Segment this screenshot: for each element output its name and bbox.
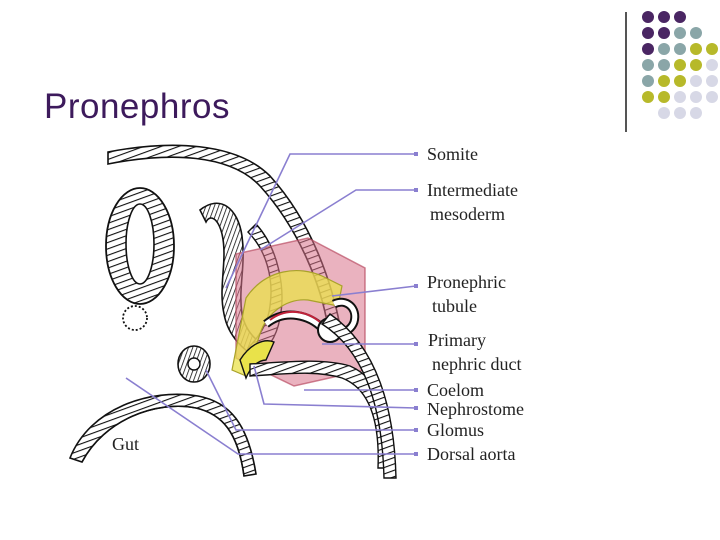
dot [706,91,718,103]
dot [690,27,702,39]
gut-endoderm [81,405,245,477]
label-nephrostome: Nephrostome [427,399,524,419]
dot [706,43,718,55]
leader-end-coelom [414,388,418,392]
dot [674,43,686,55]
leader-end-dorsal-aorta [414,452,418,456]
dot [658,27,670,39]
label-dorsal-aorta: Dorsal aorta [427,444,515,464]
dot [642,27,654,39]
label-primary-line2: nephric duct [432,354,521,374]
slide-title: Pronephros [44,87,230,127]
dot [658,107,670,119]
dot [642,91,654,103]
leader-line-glomus [205,369,416,431]
dot [642,59,654,71]
label-intermediate-line1: Intermediate [427,180,518,200]
dot [642,11,654,23]
dot [642,75,654,87]
dot [690,43,702,55]
dot [690,75,702,87]
ectoderm-right [320,313,397,479]
leader-end-glomus [414,428,418,432]
dot [658,91,670,103]
neural-tube-lumen [125,203,155,285]
notochord [122,305,148,331]
dot [674,75,686,87]
pronephros-highlight-yellow [231,270,343,377]
leader-end-nephrostome [414,406,418,410]
dot [658,75,670,87]
label-gut: Gut [112,434,139,454]
dot [658,59,670,71]
dot [690,91,702,103]
dot [642,43,654,55]
label-coelom: Coelom [427,380,484,400]
dot [674,91,686,103]
label-pronephric-line1: Pronephric [427,272,506,292]
label-pronephric-line2: tubule [432,296,477,316]
leader-line-somite [225,153,416,289]
leader-line-nephrostome [253,365,417,409]
dot [658,43,670,55]
leader-lines [125,153,417,455]
dot [674,11,686,23]
leader-end-primary [414,342,418,346]
dot [706,59,718,71]
nephrostome [239,340,275,381]
decorative-dot-grid [642,11,718,119]
dot [658,11,670,23]
leader-line-dorsal-aorta [125,377,416,455]
leader-end-intermediate [414,188,418,192]
leader-line-intermediate [259,189,416,251]
leader-line-pronephric [331,285,417,297]
leader-endpoints [414,152,418,456]
dot [674,59,686,71]
dot [674,107,686,119]
pronephric-tubule-lining [269,310,323,325]
label-glomus: Glomus [427,420,484,440]
vertical-divider [625,12,627,132]
label-primary-line1: Primary [428,330,486,350]
leader-end-somite [414,152,418,156]
dorsal-aorta [187,357,201,371]
label-intermediate-line2: mesoderm [430,204,505,224]
label-somite: Somite [427,144,478,164]
leader-end-pronephric [414,284,418,288]
dot [690,107,702,119]
dot [690,59,702,71]
dot [674,27,686,39]
pronephros-diagram: Somite Intermediate mesoderm Pronephric … [68,144,524,479]
dot [706,75,718,87]
